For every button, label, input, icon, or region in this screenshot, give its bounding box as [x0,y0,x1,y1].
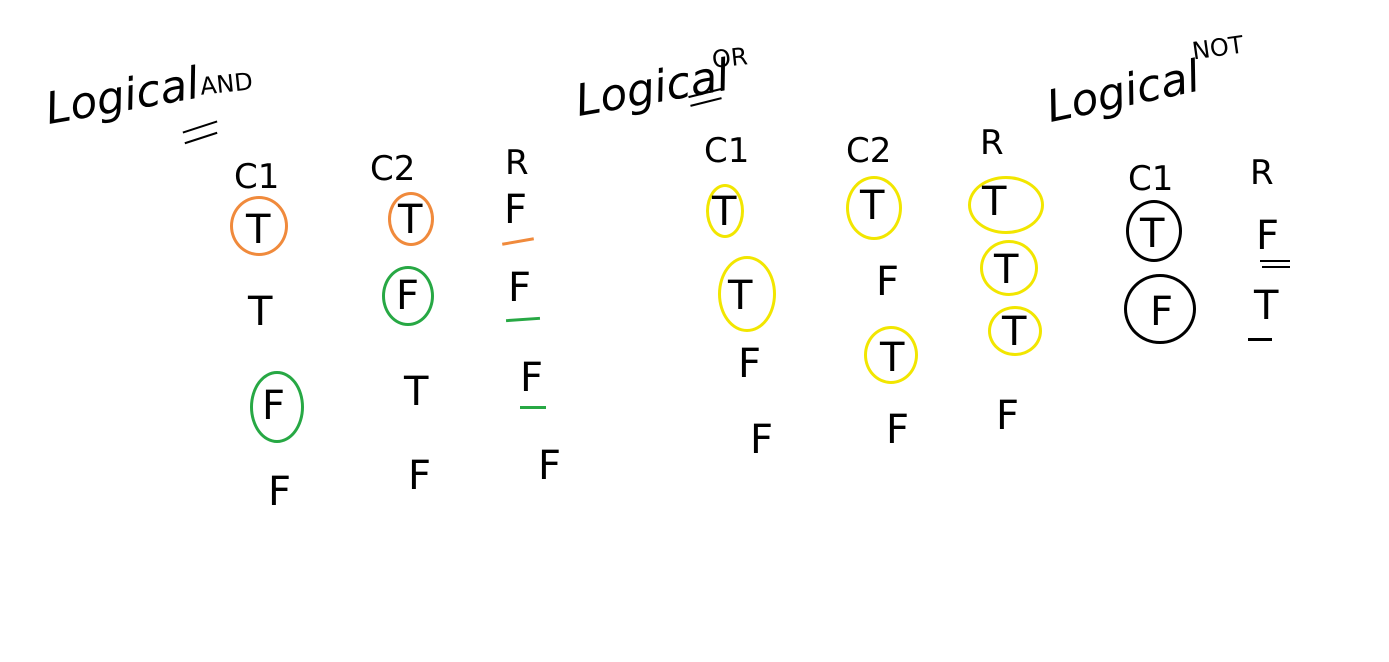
and-cell-r1-c2: T [398,197,423,243]
and-title-underline [182,120,218,134]
and-title-underline-2 [184,131,218,145]
and-cell-r2-c1: T [248,289,273,335]
or-cell-r2-c1: T [728,273,753,319]
and-cell-r1-r: F [504,187,528,233]
or-cell-r4-r: F [996,393,1020,439]
not-cell-r2-c1: F [1150,289,1174,335]
not-underline-r1-r-2 [1262,266,1290,268]
not-cell-r2-r: T [1254,283,1279,329]
not-cell-r1-c1: T [1140,211,1165,257]
or-circle-r2-c1 [718,256,776,332]
and-underline-r2-r [505,316,541,323]
or-circle-r2-r [980,240,1038,296]
or-header-c1: C1 [704,131,750,171]
or-cell-r1-c1: T [712,189,737,235]
or-circle-r1-r [968,176,1044,234]
and-cell-r4-c1: F [268,469,292,515]
and-underline-r3-r [520,406,546,409]
and-header-c2: C2 [370,149,416,189]
not-cell-r1-r: F [1256,213,1280,259]
not-title-word: Logical [1042,50,1205,133]
and-cell-r3-r: F [520,355,544,401]
and-header-c1: C1 [234,157,280,197]
not-circle-r2-c1 [1124,274,1196,344]
and-circle-r3-c1 [250,371,304,443]
not-underline-r2-r [1248,338,1272,341]
or-header-r: R [980,123,1004,163]
or-cell-r1-r: T [982,179,1007,225]
and-circle-r1-c2 [388,192,434,246]
and-title-word: Logical [41,57,204,135]
and-cell-r4-r: F [538,443,562,489]
or-header-c2: C2 [846,131,892,171]
or-cell-r3-c1: F [738,341,762,387]
or-circle-r1-c2 [846,176,902,240]
and-header-r: R [505,143,529,183]
and-cell-r1-c1: T [246,207,271,253]
or-title-word: Logical [571,49,734,127]
or-cell-r1-c2: T [860,183,885,229]
or-circle-r3-r [988,306,1042,356]
and-cell-r3-c1: F [262,383,286,429]
not-header-c1: C1 [1128,159,1174,199]
not-title-op: NOT [1190,30,1246,66]
or-cell-r3-r: T [1002,309,1027,355]
and-underline-r1-r [501,237,535,246]
and-cell-r2-c2: F [396,273,420,319]
or-cell-r2-r: T [994,247,1019,293]
not-header-r: R [1250,153,1274,193]
and-cell-r2-r: F [508,265,532,311]
and-circle-r2-c2 [382,266,434,326]
and-cell-r4-c2: F [408,453,432,499]
or-circle-r3-c2 [864,326,918,384]
or-circle-r1-c1 [706,184,744,238]
or-cell-r3-c2: T [880,335,905,381]
and-title-op: AND [198,67,255,101]
and-cell-r3-c2: T [404,369,429,415]
not-underline-r1-r [1260,260,1290,262]
or-cell-r2-c2: F [876,259,900,305]
not-circle-r1-c1 [1126,200,1182,262]
or-title-op: OR [710,42,749,74]
and-circle-r1-c1 [230,196,288,256]
or-cell-r4-c1: F [750,417,774,463]
or-cell-r4-c2: F [886,407,910,453]
